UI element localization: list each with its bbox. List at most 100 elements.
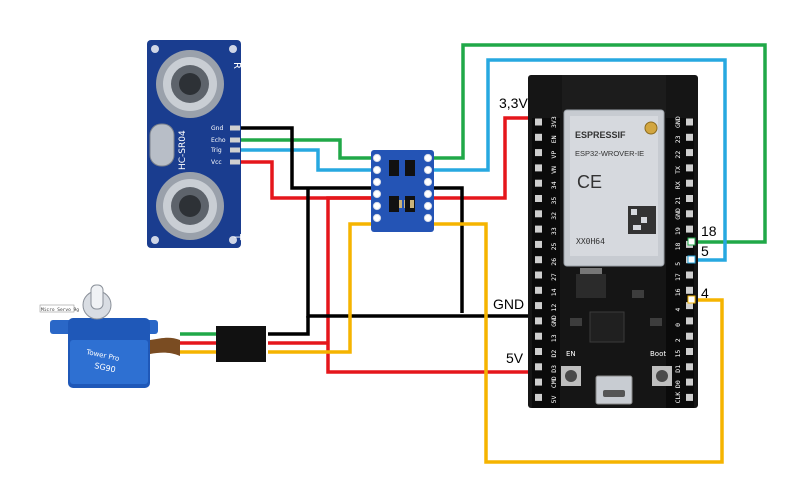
shifter-resistor [410, 200, 414, 208]
servo-connector [216, 326, 266, 362]
esp32-pin-label: GND [674, 208, 682, 220]
esp32-pin-left[interactable] [535, 164, 542, 172]
shifter-pin-left[interactable] [372, 177, 382, 187]
esp32-pin-left[interactable] [535, 317, 542, 325]
esp32-pin-right[interactable] [686, 195, 693, 202]
esp32-pin-label: VP [550, 151, 558, 159]
esp32-pin-right[interactable] [686, 210, 693, 218]
esp32-pin-right[interactable] [686, 133, 693, 141]
boot-button[interactable] [652, 366, 672, 386]
esp32-pin-left[interactable] [535, 118, 542, 126]
esp32-pin-right[interactable] [686, 149, 693, 157]
shifter-pin-right[interactable] [423, 153, 433, 163]
servo-motor: Micro Servo 9g Tower Pro SG90 [39, 284, 180, 388]
shifter-pin-right[interactable] [423, 189, 433, 199]
esp32-pin-right[interactable] [686, 378, 693, 386]
sensor-pin[interactable] [230, 147, 240, 153]
esp32-pin-label: 32 [550, 212, 558, 220]
v33-wire [430, 116, 540, 200]
esp32-pin-right[interactable] [686, 271, 693, 279]
esp32-pin-left[interactable] [535, 363, 542, 371]
sensor-pin-label: Gnd [211, 125, 223, 132]
shifter-pin-left[interactable] [372, 201, 382, 211]
servo-black-wire [268, 316, 310, 336]
esp32-pin-left[interactable] [535, 240, 542, 248]
logic-level-shifter [371, 150, 434, 232]
esp32-pin-left[interactable] [535, 302, 542, 310]
esp32-pin-label: TX [674, 166, 682, 174]
esp32-pin-left[interactable] [535, 179, 542, 187]
esp32-pin-label: D2 [550, 350, 558, 358]
esp32-pin-left[interactable] [535, 210, 542, 218]
esp32-pin-right[interactable] [686, 225, 693, 233]
shifter-mosfet [389, 160, 399, 176]
esp32-pin-left[interactable] [535, 149, 542, 157]
ultrasonic-transducer-receiver [156, 50, 224, 118]
esp32-pin-label: 18 [674, 242, 682, 250]
esp32-pin-left[interactable] [535, 271, 542, 279]
esp32-pin-label: 35 [550, 197, 558, 205]
esp32-pin-right[interactable] [686, 393, 693, 401]
shifter-mosfet [405, 160, 415, 176]
servo-model: SG90 [94, 361, 117, 374]
shifter-pin-left[interactable] [372, 165, 382, 175]
trig-wire-esp-side [430, 58, 727, 262]
esp32-pin-label: CLK [674, 392, 682, 404]
esp32-pin-label: 27 [550, 273, 558, 281]
antenna-connector [644, 121, 658, 135]
shifter-pin-left[interactable] [372, 189, 382, 199]
esp32-pin-left[interactable] [535, 256, 542, 264]
esp32-pin-label: 26 [550, 258, 558, 266]
esp32-pin-label: 5V [550, 395, 558, 403]
esp32-pin-right[interactable] [686, 118, 693, 126]
esp32-pin-label: 16 [674, 288, 682, 296]
esp32-pin-right[interactable] [686, 302, 693, 310]
esp32-pin-left[interactable] [535, 332, 542, 340]
esp32-pin-label: 19 [674, 227, 682, 235]
esp32-pin-label: 25 [550, 242, 558, 250]
esp32-pin-label: 3V3 [550, 116, 558, 128]
shifter-pin-right[interactable] [423, 213, 433, 223]
gnd-wire-sensor [240, 126, 375, 190]
v5-wire [326, 196, 540, 374]
esp32-pin-right[interactable] [686, 332, 693, 340]
shifter-pin-left[interactable] [372, 153, 382, 163]
signal-wire-left [268, 222, 375, 354]
esp32-pin-label: 33 [550, 227, 558, 235]
esp32-pin-label: D1 [674, 365, 682, 373]
esp32-pin-left[interactable] [535, 393, 542, 401]
esp32-pin-left[interactable] [535, 378, 542, 386]
shifter-pin-right[interactable] [423, 177, 433, 187]
sensor-pin[interactable] [230, 125, 240, 131]
esp32-pin-left[interactable] [535, 225, 542, 233]
pin-18-marker [687, 237, 696, 246]
esp32-pin-right[interactable] [686, 164, 693, 172]
esp32-pin-left[interactable] [535, 195, 542, 202]
esp32-pin-left[interactable] [535, 286, 542, 294]
esp32-pin-label: 5 [674, 262, 682, 266]
esp32-pin-label: VN [550, 166, 558, 174]
esp32-pin-left[interactable] [535, 133, 542, 141]
en-button[interactable] [561, 366, 581, 386]
esp32-pin-right[interactable] [686, 286, 693, 294]
shifter-pin-right[interactable] [423, 165, 433, 175]
esp32-pin-right[interactable] [686, 348, 693, 355]
sensor-pin-label: Echo [211, 137, 226, 144]
ce-mark: CE [577, 172, 602, 192]
esp32-pin-label: 4 [674, 308, 682, 312]
pin-5-marker [687, 255, 696, 264]
sensor-pin[interactable] [230, 159, 240, 165]
esp32-pin-label: 12 [550, 304, 558, 312]
pin-4-marker [687, 295, 696, 304]
esp32-pin-right[interactable] [686, 179, 693, 187]
esp32-pin-left[interactable] [535, 348, 542, 355]
esp32-pin-right[interactable] [686, 363, 693, 371]
shifter-pin-left[interactable] [372, 213, 382, 223]
sensor-model-label: HC-SR04 [178, 130, 188, 170]
shifter-pin-right[interactable] [423, 201, 433, 211]
esp32-pin-right[interactable] [686, 317, 693, 325]
esp32-pin-label: 14 [550, 288, 558, 296]
sensor-pin[interactable] [230, 137, 240, 143]
